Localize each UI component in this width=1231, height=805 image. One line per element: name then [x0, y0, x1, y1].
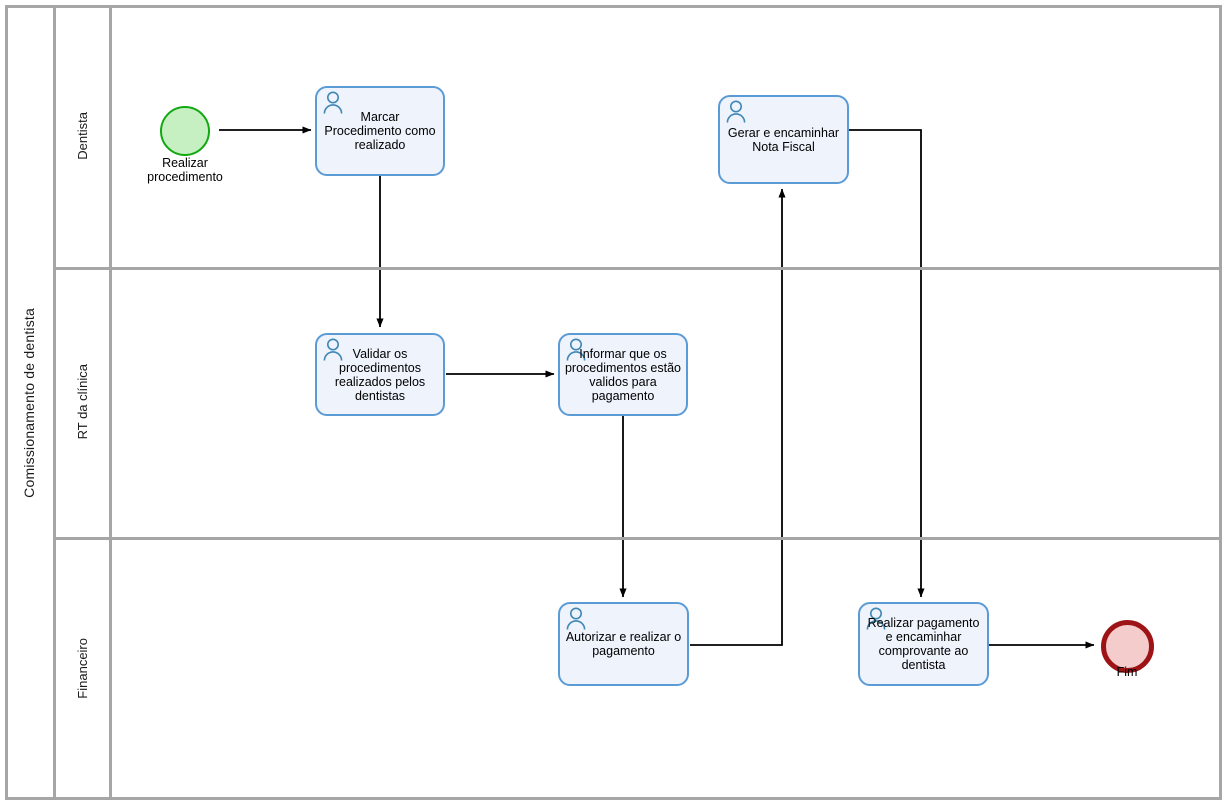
- task-informar-procedimentos-validos[interactable]: Informar que os procedimentos estão vali…: [558, 333, 688, 416]
- lane-label-rt-text: RT da clínica: [75, 364, 90, 440]
- task-informar-procedimentos-validos-label: Informar que os procedimentos estão vali…: [564, 346, 682, 403]
- pool-frame: [5, 5, 1222, 800]
- user-task-icon: [866, 607, 886, 630]
- user-task-icon: [323, 91, 343, 114]
- task-marcar-procedimento-label: Marcar Procedimento como realizado: [324, 110, 436, 152]
- lane-label-financeiro: Financeiro: [56, 537, 112, 800]
- lane-label-financeiro-text: Financeiro: [75, 638, 90, 699]
- task-validar-procedimentos-label: Validar os procedimentos realizados pelo…: [334, 346, 426, 403]
- start-event-realizar-procedimento[interactable]: [160, 106, 210, 156]
- lane-divider-2: [56, 537, 1222, 540]
- user-task-icon: [566, 338, 586, 361]
- start-event-label: Realizar procedimento: [147, 156, 223, 184]
- task-gerar-nota-fiscal-label: Gerar e encaminhar Nota Fiscal: [727, 125, 840, 154]
- lane-divider-1: [56, 267, 1222, 270]
- task-realizar-pagamento-comprovante[interactable]: Realizar pagamento e encaminhar comprova…: [858, 602, 989, 686]
- lane-label-dentista-text: Dentista: [75, 112, 90, 160]
- user-task-icon: [323, 338, 343, 361]
- end-event-fim[interactable]: [1101, 620, 1154, 673]
- task-autorizar-pagamento-label: Autorizar e realizar o pagamento: [565, 630, 682, 658]
- pool-label-text: Comissionamento de dentista: [21, 307, 37, 498]
- lane-label-dentista: Dentista: [56, 5, 112, 267]
- lane-label-rt: RT da clínica: [56, 267, 112, 537]
- flow-autorizar-to-notafiscal: [690, 188, 786, 646]
- task-autorizar-pagamento[interactable]: Autorizar e realizar o pagamento: [558, 602, 689, 686]
- pool-label: Comissionamento de dentista: [5, 5, 56, 800]
- end-event-label: Fim: [1116, 665, 1138, 679]
- flow-notafiscal-to-realizar-pagamento: [849, 129, 925, 598]
- task-marcar-procedimento[interactable]: Marcar Procedimento como realizado: [315, 86, 445, 176]
- task-validar-procedimentos[interactable]: Validar os procedimentos realizados pelo…: [315, 333, 445, 416]
- task-realizar-pagamento-comprovante-label: Realizar pagamento e encaminhar comprova…: [867, 616, 980, 672]
- task-gerar-nota-fiscal[interactable]: Gerar e encaminhar Nota Fiscal: [718, 95, 849, 184]
- user-task-icon: [566, 607, 586, 630]
- user-task-icon: [726, 100, 746, 123]
